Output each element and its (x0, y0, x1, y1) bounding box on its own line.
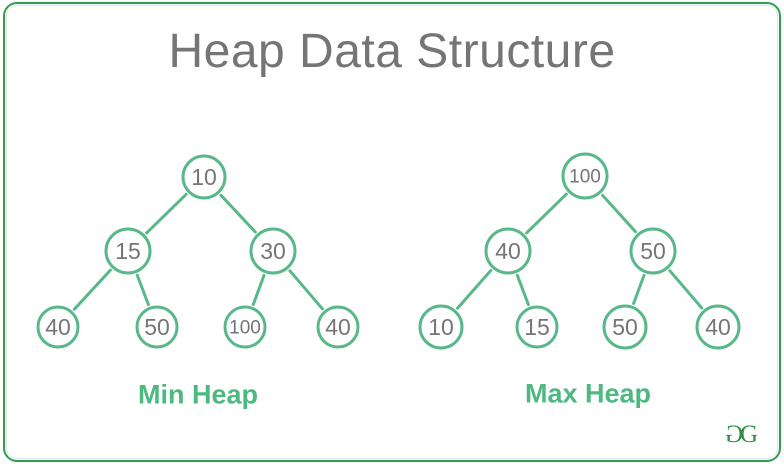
tree-edge (515, 273, 530, 307)
tree-node-circle (695, 304, 741, 350)
page-title: Heap Data Structure (168, 25, 616, 78)
max-heap-label: Max Heap (524, 378, 652, 409)
tree-node-circle (515, 305, 559, 349)
tree-edge (668, 269, 704, 310)
tree-node-circle (418, 304, 464, 350)
tree-node-circle (249, 227, 297, 275)
geeksforgeeks-logo-icon: GG (726, 421, 758, 448)
tree-node-value: 50 (612, 314, 638, 340)
tree-node-value: 50 (144, 314, 170, 340)
tree-node-value: 40 (325, 314, 351, 340)
tree-node-value: 100 (569, 167, 601, 188)
tree-node-value: 40 (495, 238, 521, 264)
tree-node-circle (181, 154, 227, 200)
tree-node-value: 50 (640, 238, 666, 264)
min-heap-label: Min Heap (137, 379, 259, 410)
tree-edge (632, 273, 646, 305)
tree-node-circle (135, 305, 179, 349)
tree-node-value: 10 (428, 314, 454, 340)
tree-node-value: 100 (229, 318, 261, 339)
tree-node-circle (484, 227, 532, 275)
tree-node-circle (602, 304, 648, 350)
tree-node-circle (629, 227, 677, 275)
tree-edge (251, 273, 266, 306)
tree-edge (145, 192, 188, 235)
tree-node-value: 40 (705, 314, 731, 340)
tree-edge (456, 269, 493, 310)
tree-edge (72, 268, 112, 311)
tree-node-circle (316, 305, 360, 349)
tree-edge (288, 269, 324, 311)
logo-g: G (739, 421, 758, 448)
min-heap-tree: 10 15 30 40 50 100 40 (36, 154, 360, 349)
tree-node-value: 15 (524, 314, 550, 340)
tree-node-circle (36, 305, 80, 349)
tree-edge (601, 193, 637, 234)
tree-node-value: 15 (115, 238, 141, 264)
tree-node-value: 40 (45, 314, 71, 340)
tree-node-value: 30 (260, 238, 286, 264)
tree-node-circle (104, 227, 152, 275)
tree-edge (219, 193, 257, 234)
tree-edge (135, 273, 150, 307)
tree-node-value: 10 (191, 164, 217, 190)
max-heap-tree: 100 40 50 10 15 50 40 (418, 152, 741, 350)
tree-node-circle (223, 305, 267, 349)
tree-node-circle (561, 152, 609, 200)
tree-edge (525, 192, 568, 235)
